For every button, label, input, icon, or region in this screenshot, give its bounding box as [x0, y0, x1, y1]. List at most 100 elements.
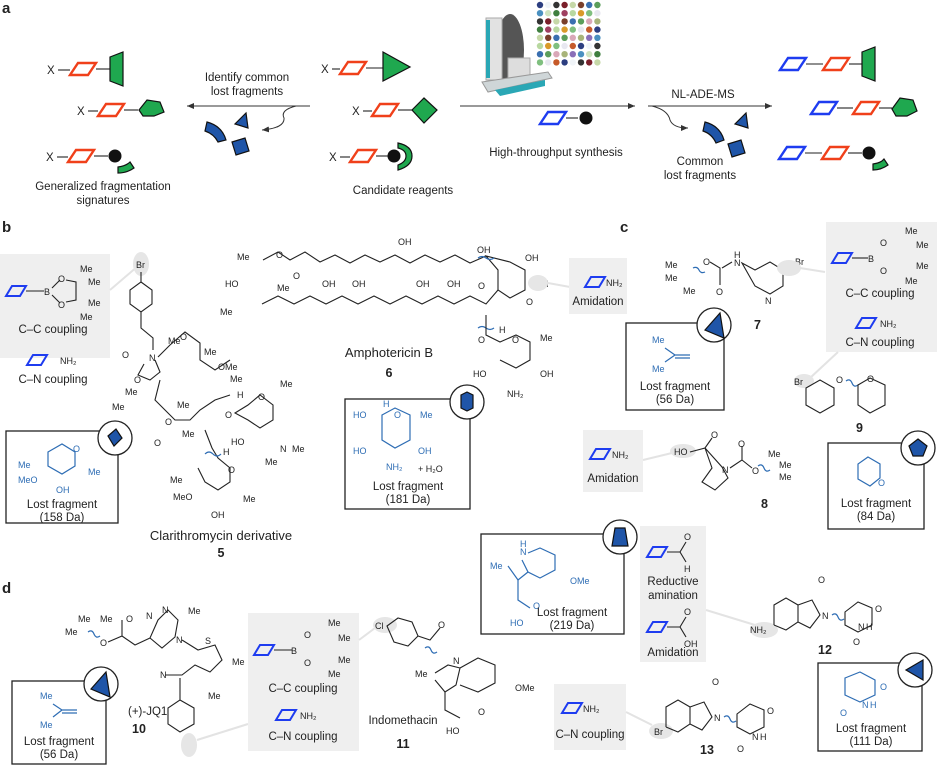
svg-text:Me: Me: [652, 335, 665, 345]
trapezoid-signature-icon: [109, 51, 124, 87]
triangle-fragment-icon: [904, 658, 924, 682]
svg-text:N: N: [146, 611, 153, 621]
svg-text:O: O: [880, 238, 887, 248]
well: [536, 26, 544, 33]
svg-text:N: N: [149, 353, 156, 363]
svg-text:Me: Me: [665, 273, 678, 283]
svg-text:MeO: MeO: [173, 492, 193, 502]
svg-text:X: X: [329, 152, 337, 164]
svg-text:Me: Me: [88, 277, 101, 287]
svg-text:O: O: [737, 744, 744, 754]
well: [545, 26, 552, 33]
lost-fragment-56-d-mass: (56 Da): [40, 749, 79, 761]
svg-text:O: O: [880, 682, 887, 692]
square-fragment-icon: [107, 428, 123, 447]
svg-text:Me: Me: [652, 364, 665, 374]
compound13-structure: Br O N O N H O: [654, 677, 774, 754]
dihydropyran-structure: O: [857, 456, 885, 488]
triangle-fragment-icon: [233, 111, 249, 129]
svg-text:N: N: [176, 635, 183, 645]
isobutylene-structure: Me Me: [652, 335, 690, 374]
svg-text:Cl: Cl: [375, 621, 384, 631]
svg-text:OH: OH: [352, 279, 366, 289]
well: [561, 18, 568, 25]
svg-text:O: O: [712, 677, 719, 687]
svg-text:Me: Me: [204, 347, 217, 357]
arc-fragment-icon: [702, 121, 725, 144]
reductive-label-2: amination: [648, 590, 698, 602]
well: [569, 18, 576, 25]
lost-fragment-219-structure: H N Me OMe O HO: [490, 539, 590, 628]
svg-text:H: H: [237, 390, 244, 400]
svg-text:Me: Me: [540, 333, 553, 343]
well: [553, 18, 560, 25]
svg-text:O: O: [880, 266, 887, 276]
pentagon-signature-icon: [138, 99, 165, 117]
svg-text:O: O: [867, 374, 874, 384]
arc-reagent-icon: [397, 142, 413, 171]
well: [586, 42, 593, 50]
svg-text:H: H: [499, 325, 506, 335]
svg-text:H: H: [223, 447, 230, 457]
well: [594, 10, 601, 17]
svg-text:H: H: [520, 539, 527, 549]
compound7-structure: Me Me Me O O H N N Br: [665, 250, 804, 306]
lost-fragment-111-mass: (111 Da): [849, 736, 892, 748]
svg-text:Me: Me: [182, 429, 195, 439]
reagent-box-d-middle: [248, 613, 359, 751]
compound10-name: (+)-JQ1: [128, 706, 167, 718]
svg-text:Me: Me: [415, 669, 428, 679]
svg-text:S: S: [205, 636, 211, 646]
indomethacin-structure: Cl O N Me OMe O HO: [375, 617, 535, 736]
svg-text:O: O: [293, 271, 300, 281]
svg-text:O: O: [684, 607, 691, 617]
circle-icon: [579, 111, 593, 125]
svg-text:N: N: [453, 656, 460, 666]
svg-text:O: O: [478, 335, 485, 345]
well: [536, 34, 544, 41]
well: [594, 51, 601, 58]
cn-coupling-label-c: C–N coupling: [845, 337, 914, 349]
svg-text:O: O: [394, 410, 401, 420]
svg-text:Br: Br: [795, 257, 804, 267]
well: [594, 59, 601, 66]
amidation-label-d: Amidation: [647, 647, 698, 659]
svg-text:HO: HO: [353, 446, 367, 456]
svg-text:X: X: [352, 106, 360, 118]
svg-text:Me: Me: [292, 444, 305, 454]
well: [569, 26, 576, 33]
svg-text:NH₂: NH₂: [507, 389, 524, 399]
cc-coupling-label-d: C–C coupling: [268, 683, 337, 695]
lost-fragment-181-mass: (181 Da): [386, 494, 431, 506]
svg-text:Me: Me: [916, 240, 929, 250]
svg-text:O: O: [836, 375, 843, 385]
signature-trapezoid: X: [47, 51, 124, 87]
svg-text:OMe: OMe: [515, 683, 535, 693]
svg-text:NH₂: NH₂: [750, 625, 767, 635]
square-fragment-icon: [727, 139, 746, 158]
svg-text:N: N: [862, 700, 869, 710]
well: [561, 1, 568, 9]
svg-text:OH: OH: [418, 446, 432, 456]
svg-text:O: O: [684, 532, 691, 542]
curved-arrow: [261, 105, 297, 133]
water-label: + H₂O: [418, 464, 443, 474]
bpin-reagent: B O O Me Me Me Me: [5, 264, 101, 322]
svg-text:X: X: [321, 64, 329, 76]
svg-text:O: O: [58, 300, 65, 310]
svg-text:N: N: [822, 611, 829, 621]
svg-text:O: O: [478, 707, 485, 717]
svg-text:HO: HO: [473, 369, 487, 379]
isobutylene-structure-d: Me Me: [40, 691, 77, 730]
well: [545, 1, 552, 9]
well: [536, 59, 544, 66]
amidation-box-c: [583, 430, 643, 492]
candidate-caption: Candidate reagents: [353, 185, 454, 197]
well: [569, 10, 576, 17]
svg-text:Me: Me: [916, 261, 929, 271]
amphotericin-structure: Me O O HO Me Me OH OH OH OH OH OH OH O O…: [220, 237, 554, 399]
svg-text:B: B: [868, 254, 874, 264]
arc-signature-icon: [117, 161, 135, 174]
lost-fragment-84-mass: (84 Da): [857, 511, 896, 523]
